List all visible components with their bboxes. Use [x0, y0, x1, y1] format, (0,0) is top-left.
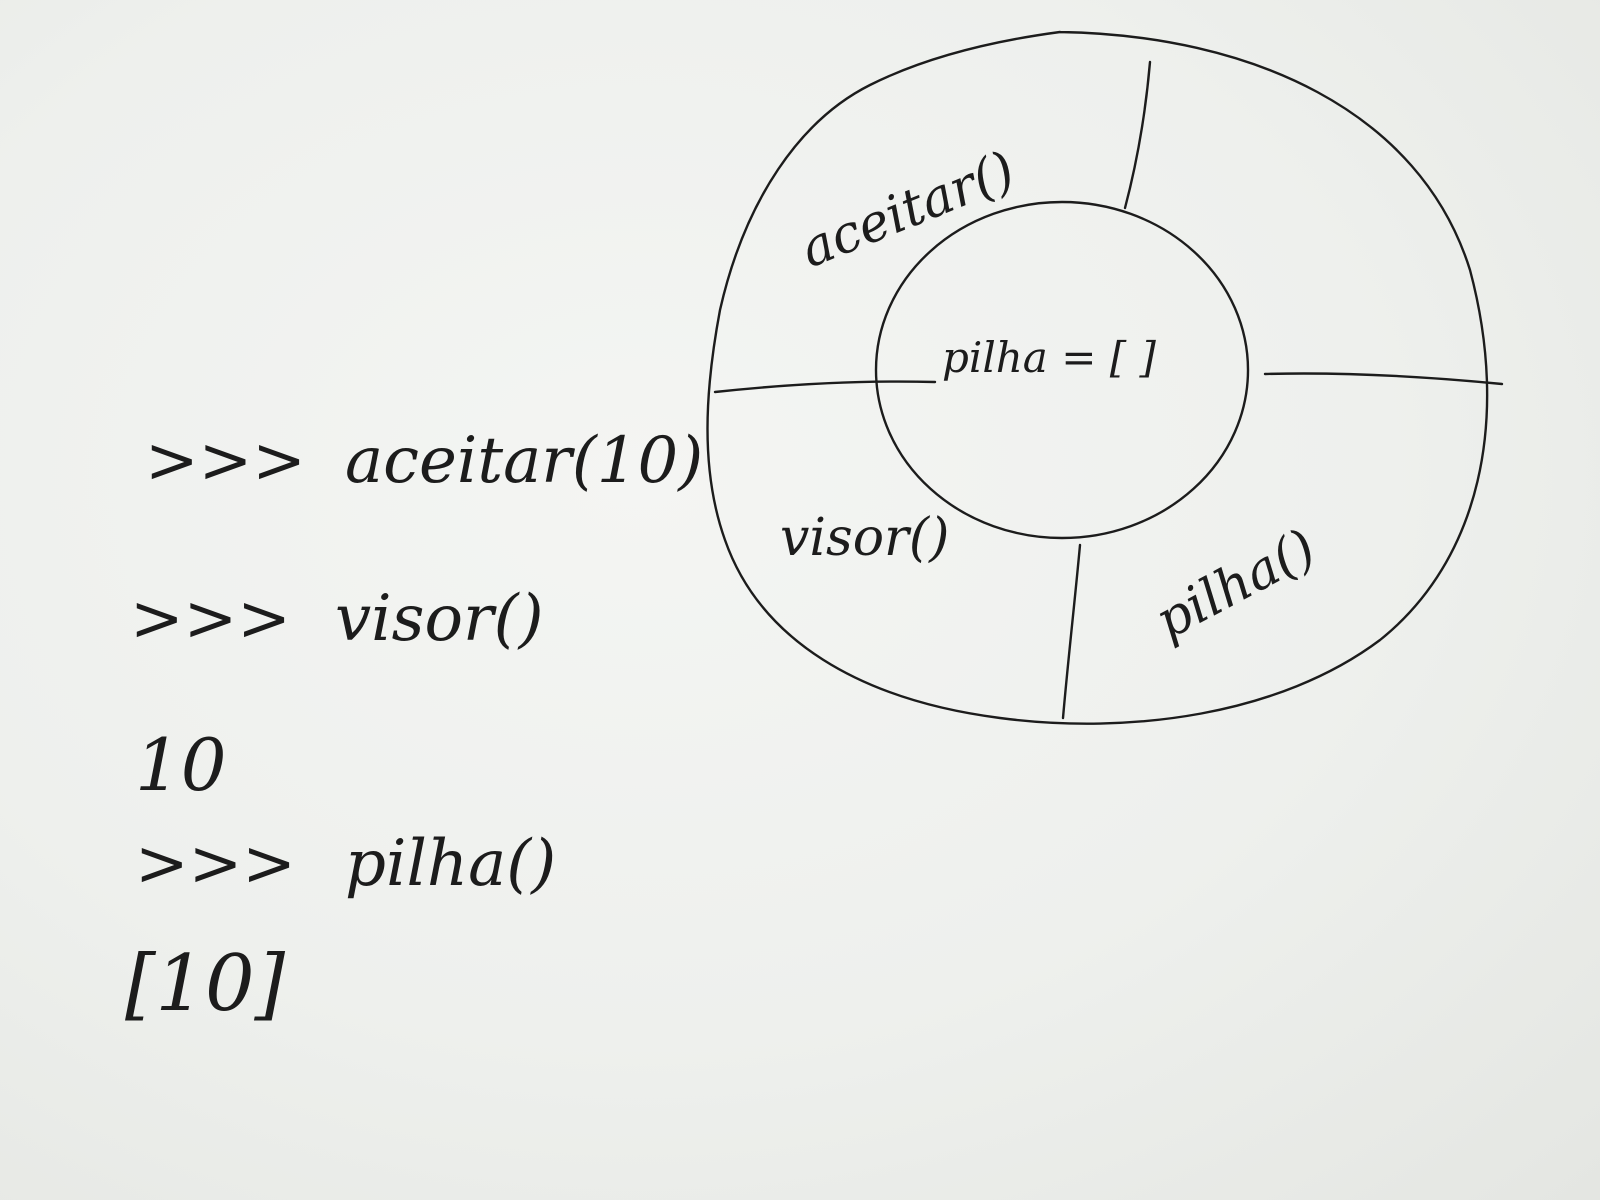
code: visor() — [335, 582, 544, 656]
method-label-aceitar: aceitar() — [792, 140, 1023, 280]
prompt: >>> — [130, 582, 291, 656]
output: 10 — [135, 723, 227, 807]
divider-right — [1263, 372, 1504, 386]
prompt: >>> — [145, 424, 306, 498]
object-core-circle — [874, 200, 1250, 540]
session-transcript: >>> aceitar(10) >>> visor() 10 >>> pilha… — [125, 424, 703, 1029]
divider-top — [1123, 60, 1152, 210]
object-outer-boundary — [706, 30, 1489, 725]
divider-left — [713, 380, 937, 394]
session-line: [10] — [125, 939, 286, 1029]
method-label-visor: visor() — [780, 508, 949, 568]
output: [10] — [125, 939, 286, 1029]
session-line: >>> visor() — [130, 582, 544, 656]
session-line: 10 — [135, 723, 227, 807]
method-label-pilha: pilha() — [1146, 518, 1326, 652]
divider-bottom — [1061, 543, 1082, 720]
code: aceitar(10) — [345, 424, 703, 498]
core-label: pilha = [ ] — [942, 333, 1156, 382]
object-diagram: pilha = [ ] aceitar() visor() pilha() — [706, 30, 1504, 725]
prompt: >>> — [135, 827, 296, 901]
code: pilha() — [345, 827, 556, 901]
session-line: >>> aceitar(10) — [145, 424, 703, 498]
session-line: >>> pilha() — [135, 827, 556, 901]
